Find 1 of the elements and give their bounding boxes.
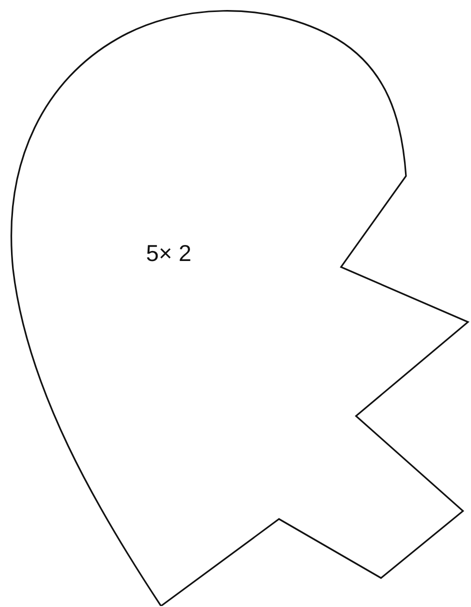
shape-label: 5× 2 bbox=[146, 240, 192, 267]
